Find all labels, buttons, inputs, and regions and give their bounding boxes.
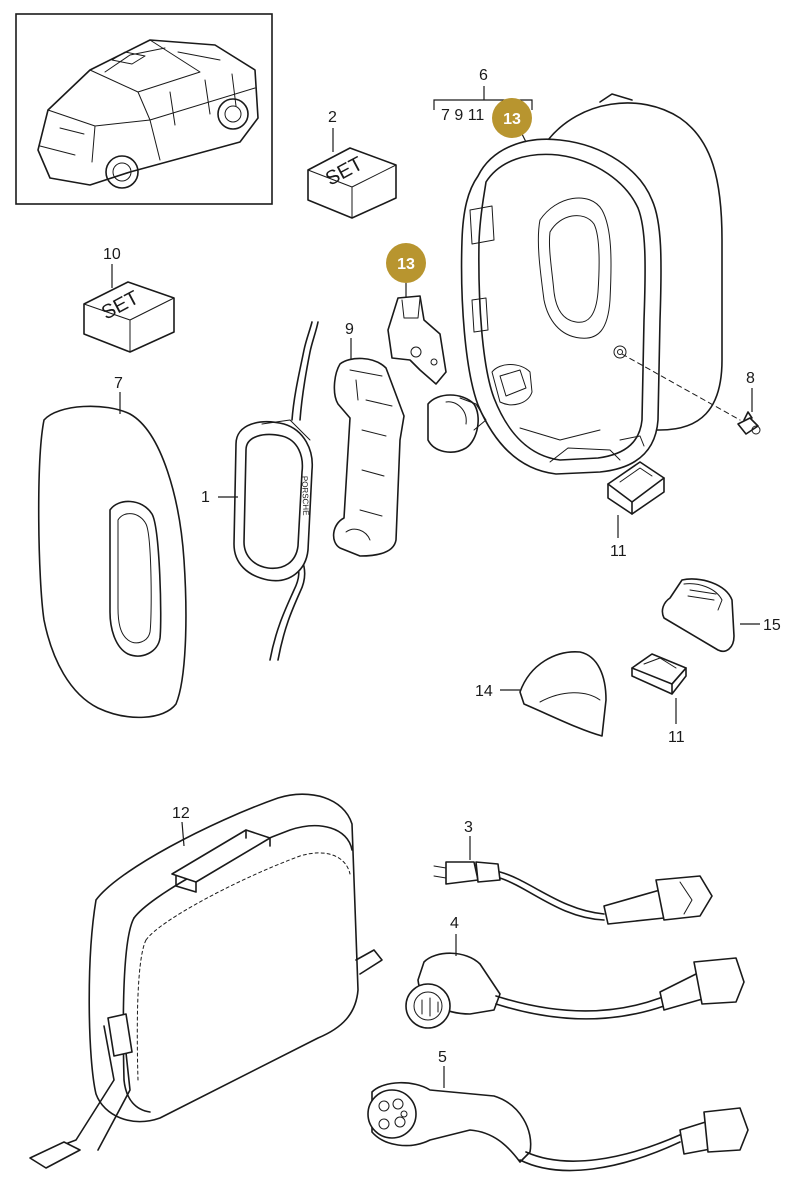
callout-2: 2 [328, 109, 337, 126]
callout-14: 14 [475, 683, 493, 700]
callout-6: 6 [479, 67, 488, 84]
cable-holder-9[interactable] [332, 357, 405, 557]
callout-3: 3 [464, 819, 473, 836]
unit-brand-text: PORSCHE [300, 476, 310, 516]
callout-9: 9 [345, 321, 354, 338]
clip-11-lower[interactable] [631, 653, 687, 695]
cover-7[interactable] [37, 405, 187, 719]
set-box-10[interactable]: SET [83, 281, 175, 353]
control-unit-1[interactable]: PORSCHE [233, 321, 319, 661]
callout-10: 10 [103, 246, 121, 263]
mounting-bracket-13[interactable] [387, 295, 447, 385]
callout-5: 5 [438, 1049, 447, 1066]
charging-cable-3[interactable] [433, 861, 713, 925]
callout-6-subitems: 7 9 11 [441, 107, 484, 124]
callout-11-lower: 11 [668, 729, 685, 746]
callout-8: 8 [746, 370, 755, 387]
highlight-badge-13-a[interactable]: 13 [492, 98, 532, 138]
badge-13-a-label: 13 [503, 111, 521, 128]
callout-4: 4 [450, 915, 459, 932]
dome-cap-14[interactable] [519, 651, 607, 737]
callout-1: 1 [201, 489, 210, 506]
highlight-badge-13-b[interactable]: 13 [386, 243, 426, 283]
wall-housing[interactable] [460, 93, 723, 475]
charging-bag-12[interactable] [29, 793, 383, 1169]
callout-11-upper: 11 [610, 543, 627, 560]
socket-connector[interactable] [427, 394, 487, 453]
charging-cable-5[interactable] [367, 1081, 749, 1172]
screw-8[interactable] [737, 411, 761, 435]
end-cap-15[interactable] [661, 578, 735, 652]
vehicle-thumbnail[interactable] [15, 13, 273, 205]
clip-11-upper[interactable] [607, 461, 665, 515]
set-box-2[interactable]: SET [307, 147, 397, 219]
badge-13-b-label: 13 [397, 256, 415, 273]
car-icon [37, 39, 259, 189]
callout-7: 7 [114, 375, 123, 392]
callout-12: 12 [172, 805, 190, 822]
callout-15: 15 [763, 617, 781, 634]
charging-cable-4[interactable] [405, 952, 745, 1029]
